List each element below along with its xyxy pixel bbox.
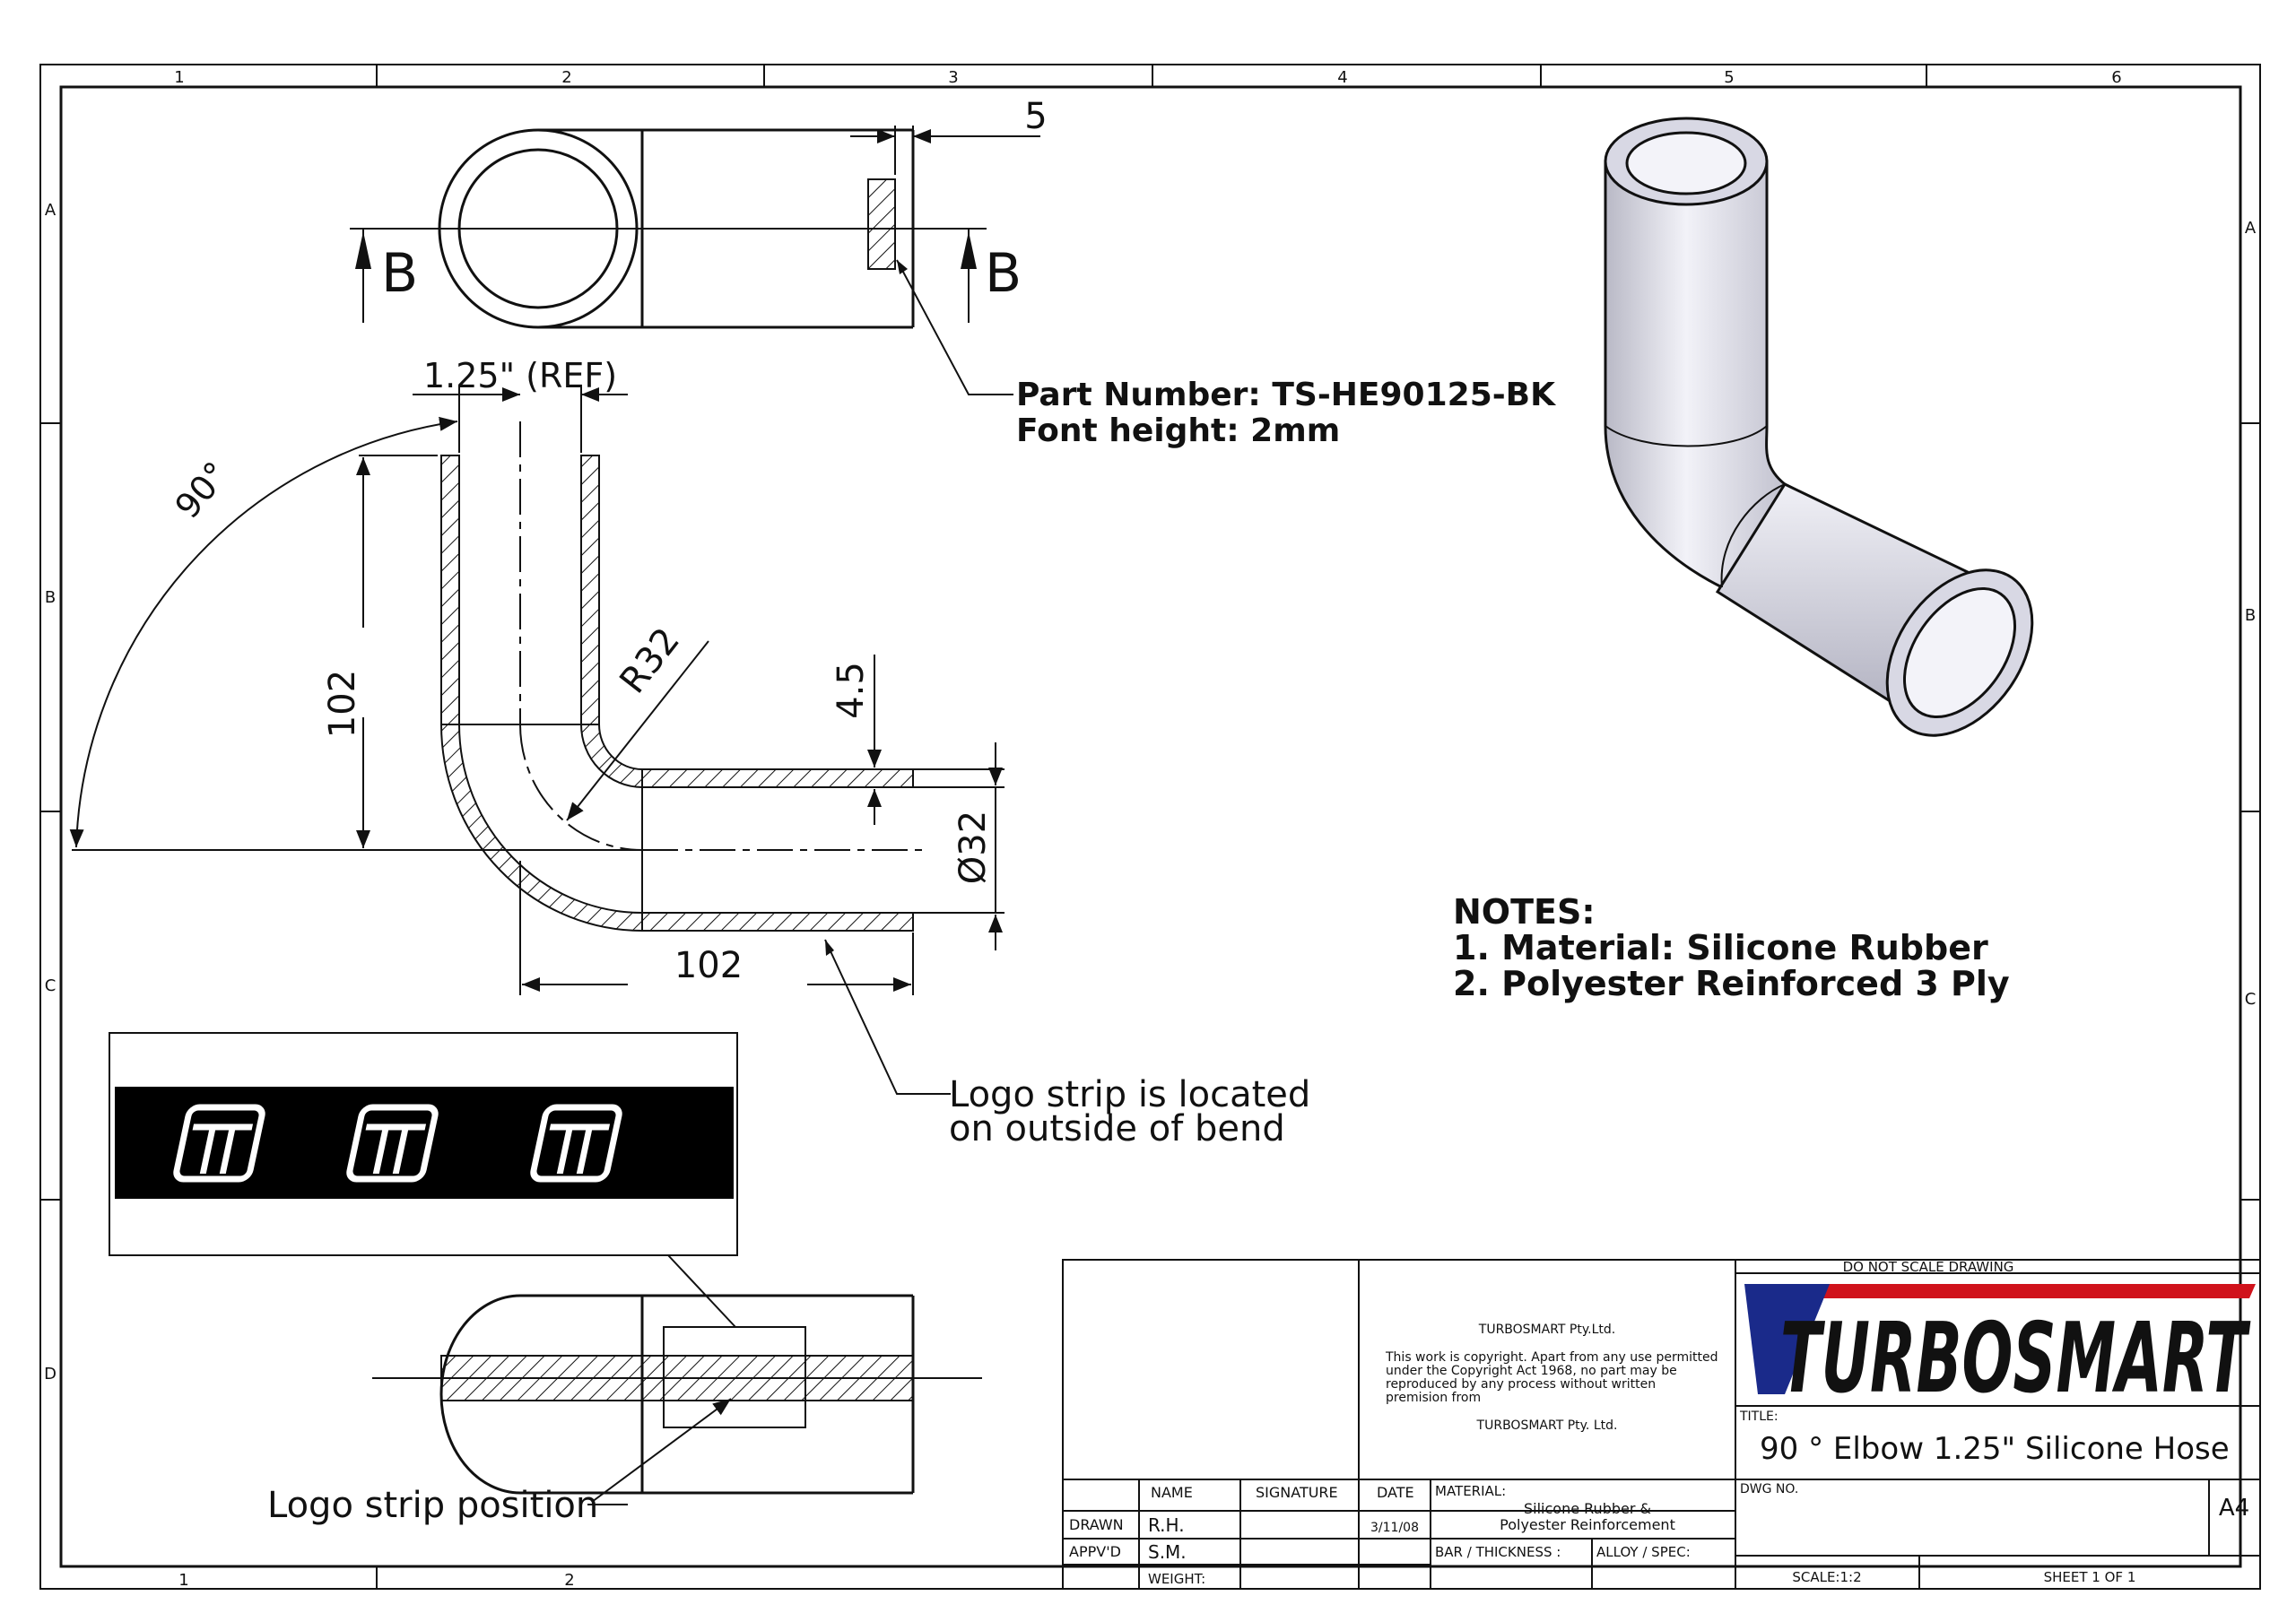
material-line-1: Silicone Rubber & bbox=[1524, 1500, 1651, 1517]
appvd-label: APPV'D bbox=[1069, 1543, 1121, 1560]
weight-label: WEIGHT: bbox=[1148, 1571, 1205, 1587]
scale-label: SCALE:1:2 bbox=[1792, 1569, 1861, 1585]
row-label-a-right: A bbox=[2245, 219, 2257, 238]
company-name-2: TURBOSMART Pty. Ltd. bbox=[1476, 1418, 1618, 1433]
signature-header: SIGNATURE bbox=[1256, 1484, 1338, 1501]
drawing-title: 90 ° Elbow 1.25" Silicone Hose bbox=[1760, 1431, 2230, 1467]
elbow-section-view bbox=[69, 386, 1004, 1095]
dimension-radius: R32 bbox=[612, 620, 688, 701]
row-label-b: B bbox=[45, 588, 56, 607]
col-label-3: 3 bbox=[948, 68, 958, 87]
col-label-bottom-2: 2 bbox=[564, 1571, 574, 1590]
copyright-line-3: reproduced by any process without writte… bbox=[1386, 1377, 1656, 1392]
name-header: NAME bbox=[1151, 1484, 1193, 1501]
logo-position-callout: Logo strip position bbox=[267, 1485, 598, 1526]
bar-thickness-label: BAR / THICKNESS : bbox=[1435, 1544, 1561, 1560]
side-view bbox=[372, 1254, 982, 1505]
notes-title: NOTES: bbox=[1453, 892, 1596, 932]
drawn-label: DRAWN bbox=[1069, 1516, 1124, 1533]
appvd-name: S.M. bbox=[1148, 1541, 1187, 1563]
drawn-name: R.H. bbox=[1148, 1514, 1185, 1536]
logo-strip-callout-line1: Logo strip is located bbox=[949, 1074, 1310, 1115]
turbosmart-emblem-icon bbox=[173, 1104, 265, 1183]
do-not-scale-label: DO NOT SCALE DRAWING bbox=[1843, 1259, 2014, 1275]
material-line-2: Polyester Reinforcement bbox=[1500, 1516, 1675, 1533]
material-label: MATERIAL: bbox=[1435, 1483, 1506, 1499]
top-view bbox=[350, 126, 1040, 395]
turbosmart-logo-text: TURBOSMART bbox=[1780, 1303, 2251, 1415]
alloy-spec-label: ALLOY / SPEC: bbox=[1596, 1544, 1691, 1560]
note-item-2: 2. Polyester Reinforced 3 Ply bbox=[1453, 964, 2010, 1003]
col-label-4: 4 bbox=[1337, 68, 1347, 87]
row-label-d: D bbox=[44, 1365, 57, 1383]
dimension-ref-diameter: 1.25" (REF) bbox=[423, 356, 617, 395]
dimension-wall: 5 bbox=[1024, 96, 1047, 137]
title-block bbox=[1062, 1259, 2261, 1590]
inner-frame bbox=[59, 85, 2242, 1568]
col-label-5: 5 bbox=[1724, 68, 1734, 87]
note-item-1: 1. Material: Silicone Rubber bbox=[1453, 928, 1988, 967]
row-label-b-right: B bbox=[2245, 606, 2256, 625]
dimension-diameter: Ø32 bbox=[952, 811, 994, 884]
part-number-callout: Part Number: TS-HE90125-BK bbox=[1016, 377, 1556, 413]
dimension-vertical-length: 102 bbox=[322, 670, 363, 738]
turbosmart-emblem-icon bbox=[530, 1104, 622, 1183]
dimension-horizontal-length: 102 bbox=[674, 945, 743, 986]
sheet-size: A4 bbox=[2219, 1495, 2249, 1522]
section-label-left: B bbox=[381, 242, 418, 305]
col-label-6: 6 bbox=[2111, 68, 2121, 87]
zone-dividers bbox=[40, 65, 2260, 1589]
dimension-angle: 90° bbox=[168, 455, 237, 526]
dwg-no-label: DWG NO. bbox=[1740, 1482, 1798, 1496]
copyright-line-4: premision from bbox=[1386, 1391, 1481, 1405]
logo-strip-detail bbox=[109, 1032, 738, 1256]
copyright-line-1: This work is copyright. Apart from any u… bbox=[1385, 1350, 1718, 1365]
logo-strip-callout-line2: on outside of bend bbox=[949, 1108, 1285, 1149]
row-label-c-right: C bbox=[2245, 990, 2257, 1009]
dimension-wall-thickness: 4.5 bbox=[831, 662, 872, 719]
turbosmart-emblem-icon bbox=[346, 1104, 439, 1183]
section-label-right: B bbox=[985, 242, 1022, 305]
hose-3d-view bbox=[1604, 117, 2034, 737]
copyright-line-2: under the Copyright Act 1968, no part ma… bbox=[1386, 1364, 1677, 1378]
date-header: DATE bbox=[1377, 1484, 1414, 1501]
turbosmart-logo: TURBOSMART bbox=[1744, 1284, 2256, 1415]
drawn-date: 3/11/08 bbox=[1370, 1521, 1419, 1535]
col-label-1: 1 bbox=[174, 68, 184, 87]
font-height-callout: Font height: 2mm bbox=[1016, 412, 1340, 449]
sheet-label: SHEET 1 OF 1 bbox=[2044, 1569, 2136, 1585]
row-label-a: A bbox=[45, 201, 57, 220]
col-label-2: 2 bbox=[561, 68, 571, 87]
col-label-bottom-1: 1 bbox=[178, 1571, 188, 1590]
title-label: TITLE: bbox=[1739, 1409, 1779, 1424]
row-label-c: C bbox=[45, 976, 57, 995]
company-name: TURBOSMART Pty.Ltd. bbox=[1478, 1323, 1615, 1337]
